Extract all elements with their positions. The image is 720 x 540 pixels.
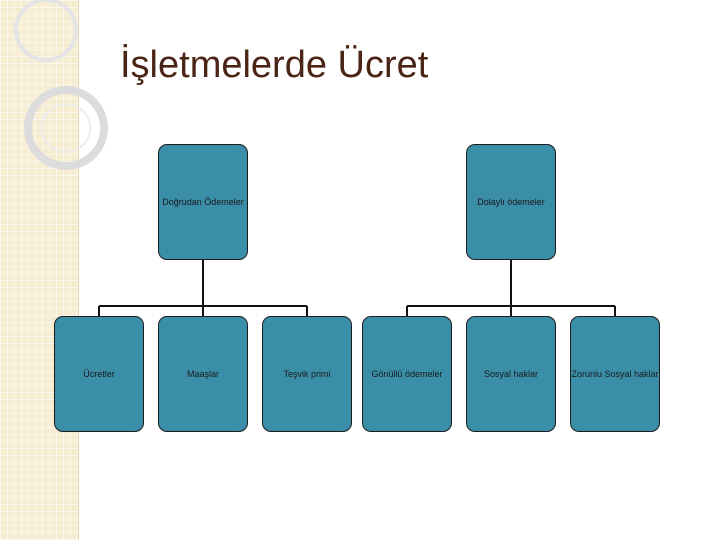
decorative-rings bbox=[14, 0, 108, 170]
node-dogrudan-odemeler: Doğrudan Ödemeler bbox=[158, 144, 248, 260]
node-dolayli-odemeler: Dolaylı ödemeler bbox=[466, 144, 556, 260]
deco-ring-large bbox=[24, 86, 108, 170]
deco-ring-top bbox=[14, 0, 78, 62]
node-gonullu-odemeler: Gönüllü ödemeler bbox=[362, 316, 452, 432]
node-zorunlu-sosyal-haklar: Zorunlu Sosyal haklar bbox=[570, 316, 660, 432]
node-maaslar: Maaşlar bbox=[158, 316, 248, 432]
slide-title: İşletmelerde Ücret bbox=[120, 44, 429, 86]
node-sosyal-haklar: Sosyal haklar bbox=[466, 316, 556, 432]
node-ucretler: Ücretler bbox=[54, 316, 144, 432]
deco-ring-inner bbox=[41, 103, 91, 153]
node-tesvik-primi: Teşvik primi bbox=[262, 316, 352, 432]
